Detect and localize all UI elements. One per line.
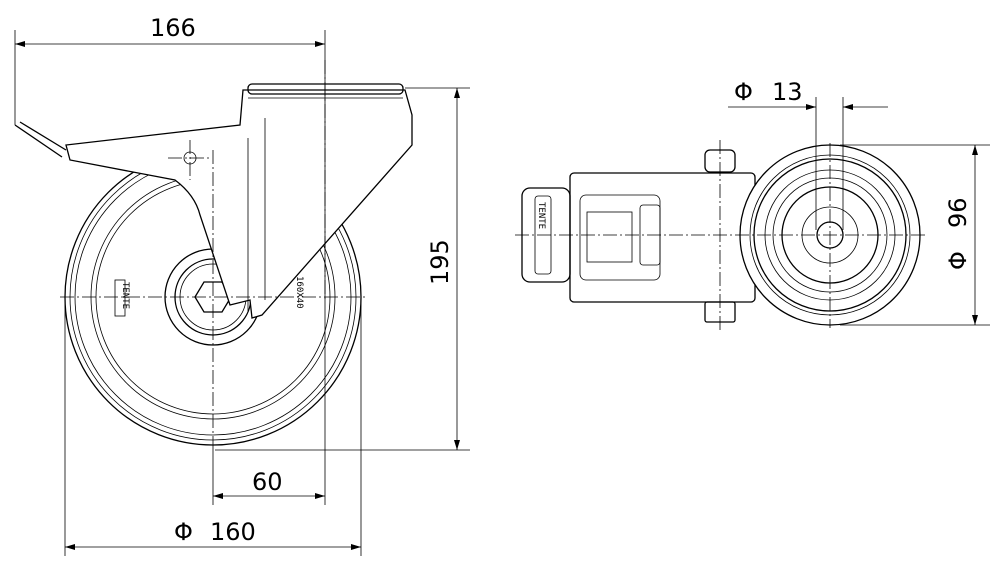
dimension-label: 195: [426, 239, 454, 285]
top-view: TENTE: [515, 140, 925, 330]
diameter-symbol: Φ: [734, 78, 753, 106]
wheel-markings: TENTE 160X40: [114, 276, 304, 317]
fork-body: [569, 172, 756, 303]
pedal-brand-label: TENTE: [536, 202, 546, 229]
diameter-symbol: Φ: [944, 251, 972, 270]
dimension-label: 60: [252, 468, 283, 496]
brake-lever: [19, 121, 67, 151]
dimension-diameter-96: Φ 96: [840, 144, 990, 326]
dimension-195: 195: [215, 87, 470, 451]
dimension-label: 166: [150, 14, 196, 42]
wheel-brand-label: TENTE: [120, 282, 130, 309]
dimension-166: 166: [14, 14, 326, 505]
dimension-label: 96: [944, 197, 972, 228]
dimension-label: 13: [772, 78, 803, 106]
wheel-size-label: 160X40: [294, 276, 304, 309]
dimension-diameter-13: Φ 13: [728, 78, 888, 230]
top-plate: [247, 83, 404, 95]
side-view: TENTE 160X40: [14, 60, 413, 450]
fork: [14, 83, 413, 319]
diameter-symbol: Φ: [174, 518, 193, 546]
dimension-label: 160: [210, 518, 256, 546]
dimension-diameter-160: Φ 160: [64, 297, 362, 556]
dimension-60: 60: [212, 450, 325, 505]
